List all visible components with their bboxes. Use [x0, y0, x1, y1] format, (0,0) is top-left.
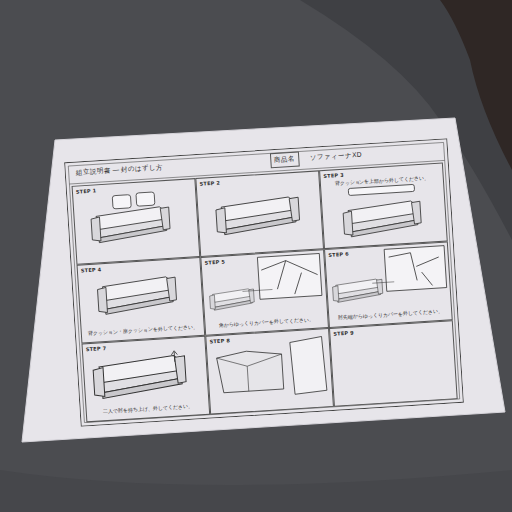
- sofa-fold: [0, 470, 512, 512]
- inner-frame: [68, 142, 459, 422]
- step-caption: 角からゆっくりカバーを外してください。: [207, 316, 325, 329]
- header-text: 組立説明書 ― 封のはずし方: [75, 163, 163, 177]
- removed-cushion: [348, 184, 414, 195]
- back-cushions: [112, 192, 155, 209]
- header-cell: ソファィーナXD: [307, 148, 365, 165]
- step-panel: STEP 4 背クッション・座クッションを外してください。: [77, 257, 206, 344]
- sofa-drawing: [332, 279, 383, 303]
- lift-arrow: [171, 351, 178, 362]
- sofa-body: [216, 349, 283, 393]
- instruction-sheet: 組立説明書 ― 封のはずし方 商品名 ソファィーナXD STEP 1 STEP 2 STE…: [64, 138, 464, 427]
- paper-sheet: [22, 118, 505, 442]
- step-panel: STEP 7 二人で肘を持ち上げ、外してください。: [81, 336, 210, 423]
- sofa-body-edge: [217, 354, 284, 393]
- step-number: STEP 9: [333, 329, 354, 336]
- step-caption: 二人で肘を持ち上げ、外してください。: [89, 403, 207, 416]
- header-text: ソファィーナXD: [310, 151, 362, 163]
- step-number: STEP 5: [204, 258, 225, 265]
- step-panel: STEP 8: [205, 328, 334, 415]
- sofa-drawing: [91, 206, 171, 243]
- header-cell: 商品名: [270, 152, 300, 169]
- detail-inset: [257, 253, 322, 299]
- step-number: STEP 8: [209, 337, 230, 344]
- detail-inset: [384, 246, 447, 292]
- leader-line: [243, 289, 273, 291]
- sofa-drawing: [97, 276, 177, 314]
- sofa-drawing: [215, 196, 300, 235]
- sofa-drawing: [343, 200, 422, 237]
- step-number: STEP 1: [76, 187, 97, 194]
- outer-frame: [65, 139, 464, 427]
- step-number: STEP 3: [323, 172, 344, 179]
- step-panel: STEP 3背クッションを上部から外してください。: [319, 163, 448, 250]
- cover-detail: [388, 251, 440, 288]
- step-panel: STEP 1: [72, 178, 201, 265]
- header-text: 商品名: [274, 155, 296, 165]
- leader-line: [372, 282, 394, 283]
- step-panel: STEP 9: [329, 320, 458, 407]
- sofa-drawing: [93, 355, 187, 399]
- step-panel: STEP 2: [195, 170, 324, 257]
- step-number: STEP 6: [328, 251, 349, 258]
- step-panel: STEP 6 肘先端からゆっくりカバーを外してください。: [324, 241, 453, 328]
- header-cell: 組立説明書 ― 封のはずし方: [72, 161, 166, 180]
- step-number: STEP 7: [86, 345, 107, 352]
- armrest-panel: [290, 336, 327, 394]
- step-caption: 背クッション・座クッションを外してください。: [84, 324, 202, 337]
- sofa-drawing: [209, 289, 254, 311]
- step-number: STEP 2: [199, 180, 220, 187]
- step-number: STEP 4: [81, 266, 102, 273]
- cover-detail: [261, 259, 319, 296]
- step-panel: STEP 5 角からゆっくりカバーを外してください。: [200, 249, 329, 336]
- step-caption: 肘先端からゆっくりカバーを外してください。: [331, 308, 449, 321]
